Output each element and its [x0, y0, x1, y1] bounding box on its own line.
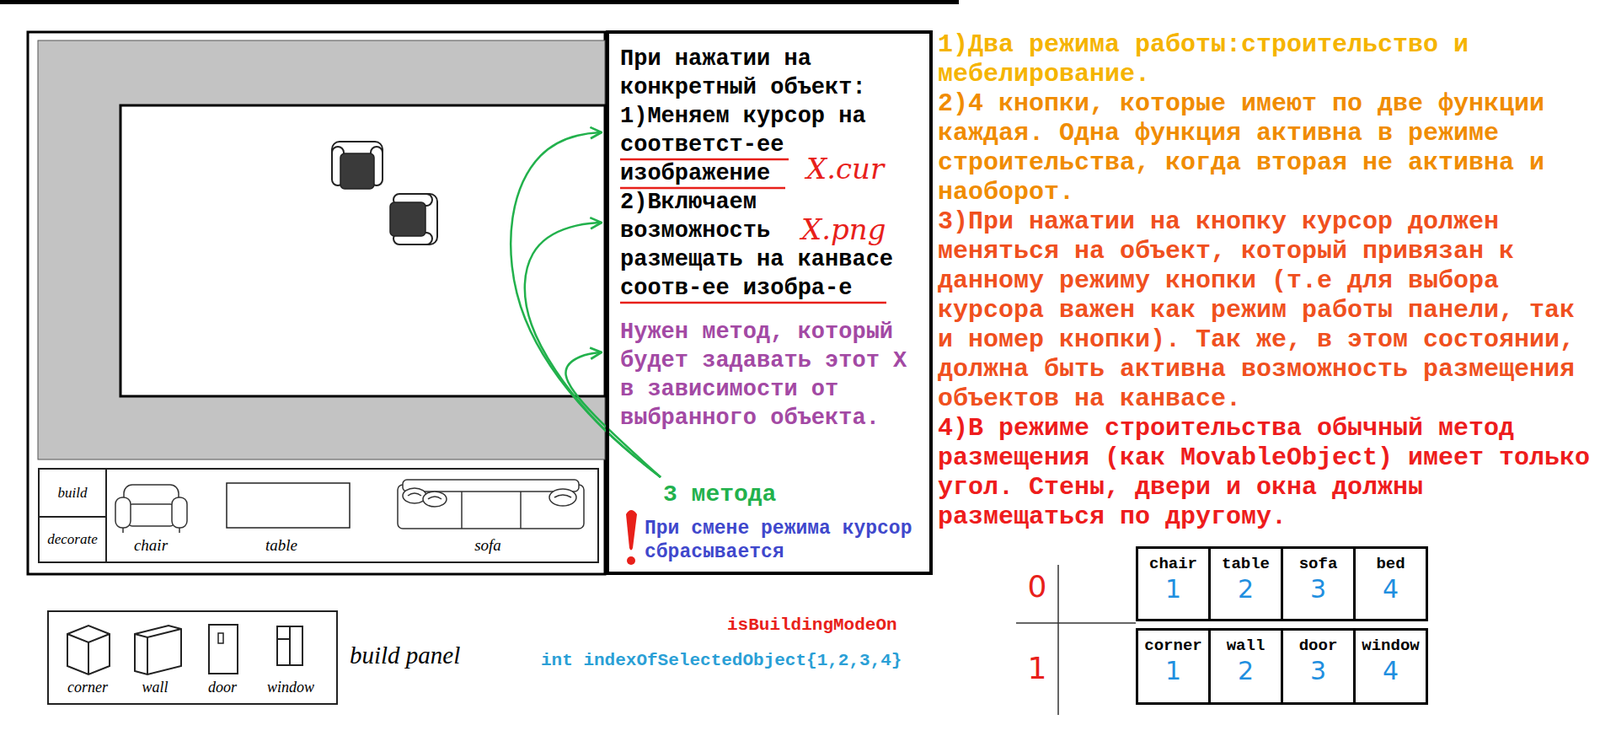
note-box: При нажатии на конкретный объект: 1)Меня… [605, 30, 933, 575]
chair-top-view [390, 202, 426, 236]
mode-button: build [39, 469, 108, 518]
icon-label: corner [53, 677, 122, 696]
requirement-text: 4)В режиме строительства обычный метод р… [937, 413, 1595, 532]
cell-number: 3 [1310, 655, 1327, 686]
row-index: 1 [1022, 649, 1052, 687]
cell-number: 2 [1237, 655, 1254, 686]
corner-icon [67, 625, 110, 675]
window-icon [277, 637, 290, 640]
cell-number: 4 [1382, 573, 1399, 605]
grid-cell: window4 [1353, 627, 1429, 705]
grid-cell: sofa3 [1280, 545, 1356, 621]
chair-icon [178, 527, 181, 533]
item-label: chair [100, 535, 202, 556]
sofa-icon [402, 479, 579, 492]
cell-name: bed [1375, 553, 1405, 574]
chair-top-view [340, 153, 375, 189]
wall-icon [134, 628, 182, 675]
build-panel: cornerwalldoorwindowbuild panel [47, 610, 338, 705]
variable-name: int indexOfSelectedObject{1,2,3,4} [540, 648, 921, 673]
sofa-icon [397, 479, 584, 529]
corner-icon [67, 625, 110, 675]
image-file-note: X.png [801, 212, 903, 247]
requirement-text: 1)Два режима работы:строительство и мебе… [937, 30, 1595, 90]
grid-cell: chair1 [1135, 545, 1211, 621]
sofa-icon [519, 491, 522, 529]
grid-cell: table2 [1208, 545, 1284, 621]
chair-top-view [331, 141, 383, 189]
cursor-file-note: X.cur [806, 151, 908, 186]
cell-name: sofa [1299, 553, 1338, 574]
cell-name: door [1299, 635, 1338, 656]
requirement-text: 3)При нажатии на кнопку курсор должен ме… [937, 207, 1595, 414]
wall-icon [134, 625, 182, 675]
mode-button: decorate [39, 517, 108, 562]
wall-icon [134, 625, 182, 675]
method-note: Нужен метод, который будет задавать этот… [620, 317, 928, 433]
toolbar-panel: build decoratechair table sofa [37, 467, 600, 563]
reset-warning: При смене режима курсор сбрасывается [644, 516, 918, 564]
app-mockup [37, 40, 605, 460]
mode-label: build [58, 483, 88, 503]
exclamation-mark [626, 509, 637, 551]
door-icon [208, 624, 238, 674]
cell-number: 1 [1165, 655, 1182, 686]
sofa-icon [549, 488, 577, 506]
window-icon [277, 626, 303, 665]
grid-cell: door3 [1280, 627, 1356, 705]
axis-cross [1016, 621, 1136, 624]
app-mockup [27, 32, 605, 574]
icon-label: window [256, 677, 325, 696]
cell-name: corner [1144, 635, 1202, 656]
underline-mark [620, 187, 786, 190]
exclamation-mark [626, 509, 637, 565]
underline-mark [620, 158, 789, 161]
cell-number: 4 [1382, 655, 1399, 686]
door-icon [218, 632, 224, 643]
underline-mark [620, 301, 887, 305]
variable-name: isBuildingModeOn [727, 613, 921, 637]
chair-icon [128, 503, 175, 526]
sofa-icon [407, 492, 572, 499]
cell-number: 3 [1310, 573, 1327, 605]
cell-number: 1 [1165, 573, 1182, 605]
window-icon [277, 626, 303, 665]
app-mockup [27, 32, 605, 574]
requirement-text: 2)4 кнопки, которые имеют по две функции… [937, 89, 1595, 208]
row-index: 0 [1022, 567, 1052, 605]
sofa-icon [460, 491, 463, 529]
table-icon [226, 482, 350, 528]
window-icon [288, 626, 291, 665]
top-bar [0, 0, 959, 5]
cell-name: wall [1226, 635, 1266, 656]
chair-top-view [390, 193, 438, 245]
grid-cell: wall2 [1208, 627, 1284, 705]
methods-callout: 3 метода [663, 480, 832, 509]
app-mockup [120, 105, 605, 396]
chair-icon [115, 484, 188, 533]
cell-name: table [1221, 553, 1270, 574]
door-icon [208, 624, 238, 674]
icon-label: door [188, 677, 257, 696]
cell-name: chair [1149, 553, 1198, 574]
grid-cell: bed4 [1353, 545, 1429, 621]
item-label: sofa [437, 535, 539, 556]
chair-icon [171, 497, 188, 528]
mode-label: decorate [47, 529, 97, 549]
item-label: table [230, 535, 332, 556]
sofa-icon [422, 491, 447, 507]
chair-icon [122, 527, 124, 533]
icon-label: wall [121, 677, 189, 696]
corner-icon [67, 633, 110, 675]
panel-title: build panel [349, 639, 519, 670]
grid-cell: corner1 [1135, 627, 1211, 705]
exclamation-mark [626, 556, 636, 565]
axis-cross [1057, 564, 1060, 715]
chair-icon [115, 497, 131, 528]
axis-cross [1016, 564, 1136, 715]
cell-name: window [1361, 635, 1419, 656]
cell-number: 2 [1237, 573, 1254, 605]
